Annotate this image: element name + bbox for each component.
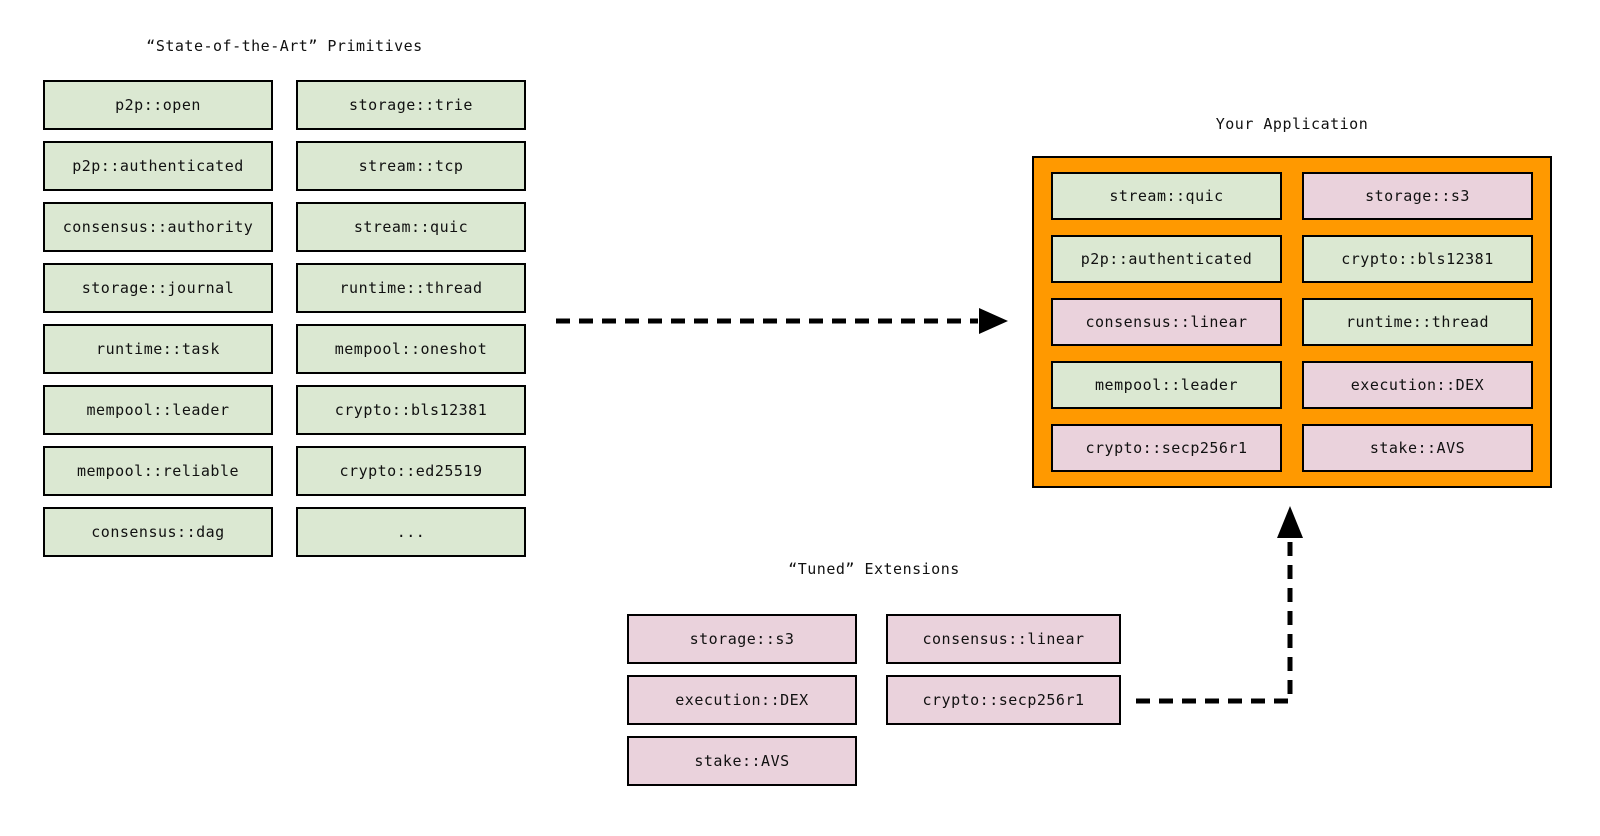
extensions-title: “Tuned” Extensions [788, 560, 960, 578]
arrow-extensions-to-application-icon [1136, 506, 1303, 704]
ext-storage-s3: storage::s3 [627, 614, 857, 664]
primitives-title: “State-of-the-Art” Primitives [146, 37, 423, 55]
extensions-column-2: consensus::linear crypto::secp256r1 [886, 614, 1121, 725]
primitive-stream-quic: stream::quic [296, 202, 526, 252]
app-consensus-linear: consensus::linear [1051, 298, 1282, 346]
primitive-consensus-dag: consensus::dag [43, 507, 273, 557]
extensions-column-1: storage::s3 execution::DEX stake::AVS [627, 614, 857, 786]
app-stream-quic: stream::quic [1051, 172, 1282, 220]
primitive-stream-tcp: stream::tcp [296, 141, 526, 191]
app-p2p-authenticated: p2p::authenticated [1051, 235, 1282, 283]
arrow-primitives-to-application-icon [556, 308, 1008, 334]
primitives-column-2: storage::trie stream::tcp stream::quic r… [296, 80, 526, 557]
app-storage-s3: storage::s3 [1302, 172, 1533, 220]
primitive-crypto-bls12381: crypto::bls12381 [296, 385, 526, 435]
primitive-p2p-open: p2p::open [43, 80, 273, 130]
primitive-consensus-authority: consensus::authority [43, 202, 273, 252]
application-title: Your Application [1215, 115, 1369, 133]
primitive-storage-trie: storage::trie [296, 80, 526, 130]
primitives-column-1: p2p::open p2p::authenticated consensus::… [43, 80, 273, 557]
primitive-mempool-reliable: mempool::reliable [43, 446, 273, 496]
primitive-mempool-oneshot: mempool::oneshot [296, 324, 526, 374]
app-stake-avs: stake::AVS [1302, 424, 1533, 472]
ext-consensus-linear: consensus::linear [886, 614, 1121, 664]
primitive-p2p-authenticated: p2p::authenticated [43, 141, 273, 191]
primitive-crypto-ed25519: crypto::ed25519 [296, 446, 526, 496]
primitive-runtime-task: runtime::task [43, 324, 273, 374]
primitive-mempool-leader: mempool::leader [43, 385, 273, 435]
app-execution-dex: execution::DEX [1302, 361, 1533, 409]
ext-execution-dex: execution::DEX [627, 675, 857, 725]
ext-stake-avs: stake::AVS [627, 736, 857, 786]
app-mempool-leader: mempool::leader [1051, 361, 1282, 409]
primitive-runtime-thread: runtime::thread [296, 263, 526, 313]
your-application-container: stream::quic storage::s3 p2p::authentica… [1032, 156, 1552, 488]
app-crypto-secp256r1: crypto::secp256r1 [1051, 424, 1282, 472]
primitive-storage-journal: storage::journal [43, 263, 273, 313]
ext-crypto-secp256r1: crypto::secp256r1 [886, 675, 1121, 725]
app-crypto-bls12381: crypto::bls12381 [1302, 235, 1533, 283]
primitive-more-ellipsis: ... [296, 507, 526, 557]
app-runtime-thread: runtime::thread [1302, 298, 1533, 346]
